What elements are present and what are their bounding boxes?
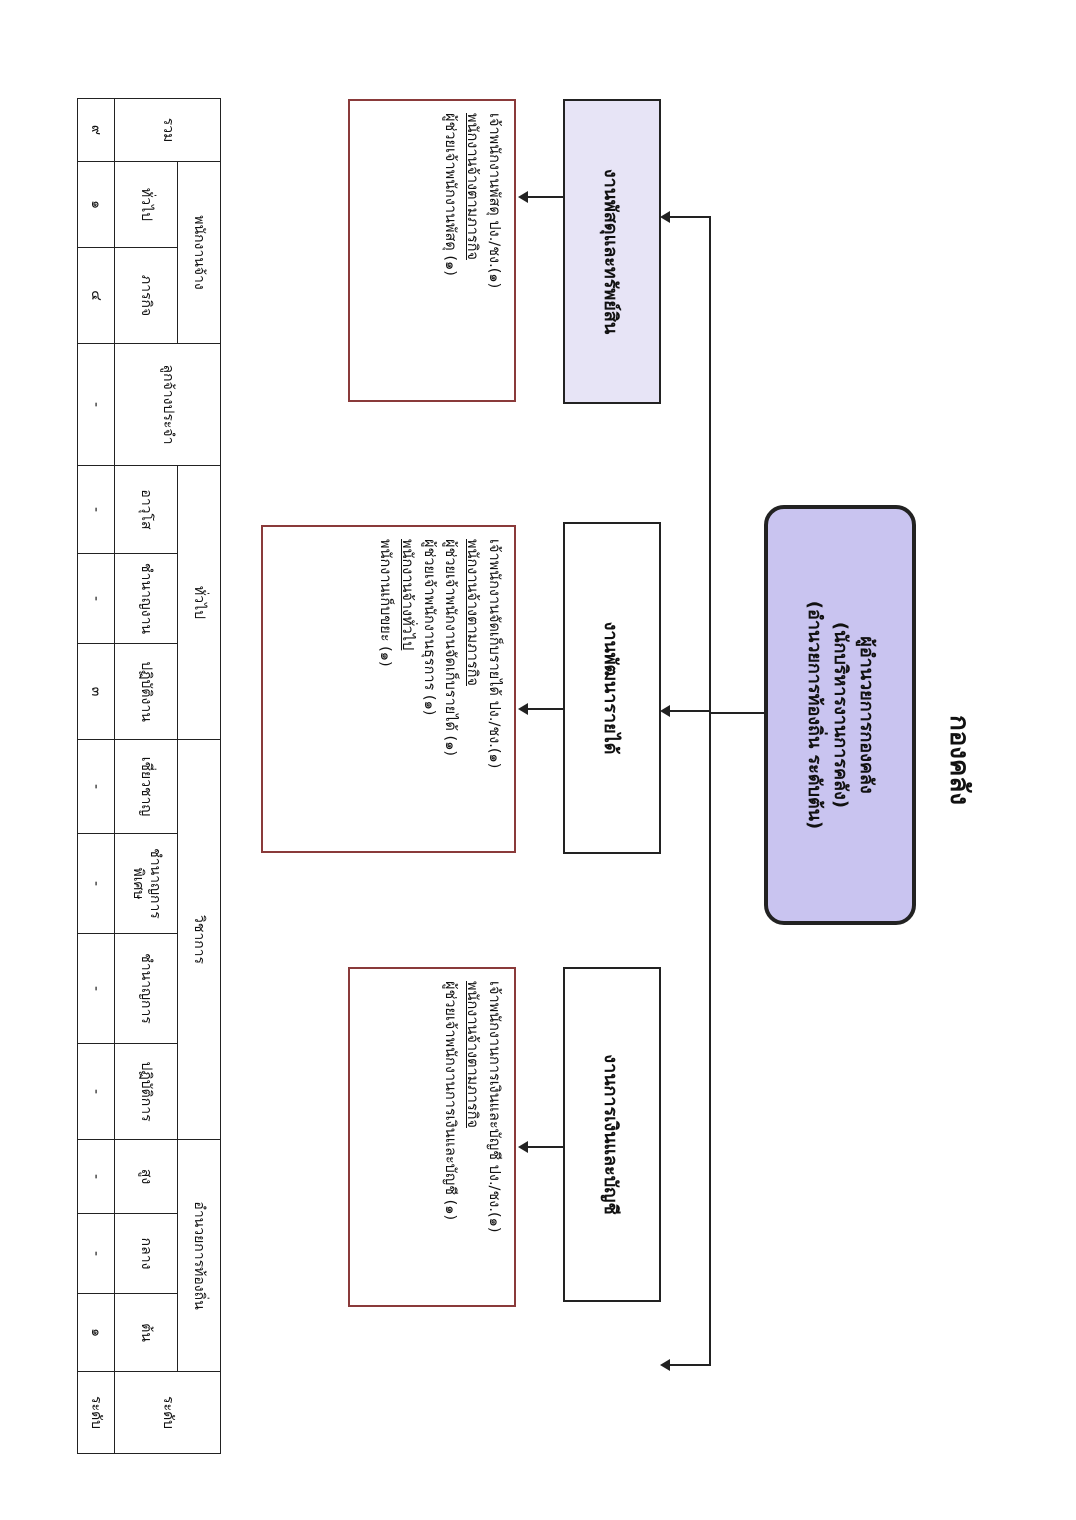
staff-line: เจ้าพนักงานพัสดุ ปง./ชง.(๑) [486, 113, 502, 289]
table-total-value: ๙ [77, 98, 115, 162]
staff-line: ผู้ช่วยเจ้าพนักงานพัสดุ (๑) [442, 113, 459, 276]
table-value: ๔ [77, 247, 115, 344]
staff-line: พนักงานจ้างทั่วไป [399, 539, 415, 651]
staff-box-finance: เจ้าพนักงานการเงินและบัญชี ปง./ชง.(๑) พน… [348, 967, 516, 1307]
connector-horizontal-bus [709, 216, 711, 1364]
table-level-cell: เชี่ยวชาญ [114, 739, 178, 834]
table-value: ๑ [77, 1293, 115, 1372]
table-level-cell: ต้น [114, 1293, 178, 1372]
table-level-cell: ภารกิจ [114, 247, 178, 344]
table-group-header: ทั่วไป [177, 465, 221, 740]
arrow-revenue-staff [518, 703, 528, 715]
arrow-left [660, 211, 670, 223]
head-title: ผู้อำนวยการกองคลัง [856, 636, 878, 794]
table-group-header: ลูกจ้างประจำ [114, 343, 221, 466]
table-value: - [77, 465, 115, 554]
staff-line: ผู้ช่วยเจ้าพนักงานธุรการ (๑) [420, 539, 437, 716]
connector-procurement-staff [525, 196, 563, 198]
table-value: - [77, 343, 115, 466]
table-value: - [77, 1139, 115, 1214]
table-value: ๑ [77, 161, 115, 248]
table-group-header: วิชาการ [177, 739, 221, 1140]
staff-summary-table: ระดับ อำนวยการท้องถิ่น วิชาการ ทั่วไป ลู… [77, 98, 221, 1454]
table-level-cell: กลาง [114, 1213, 178, 1294]
table-level-cell: ชำนาญการ [114, 933, 178, 1044]
table-level-cell: ชำนาญการพิเศษ [114, 833, 178, 934]
staff-line: ผู้ช่วยเจ้าพนักงานจัดเก็บรายได้ (๑) [442, 539, 459, 757]
head-box: ผู้อำนวยการกองคลัง (นักบริหารงานการคลัง)… [764, 505, 916, 925]
arrow-right [660, 1359, 670, 1371]
table-level-cell: ปฏิบัติการ [114, 1043, 178, 1140]
unit-finance-accounting: งานการเงินและบัญชี [563, 967, 661, 1302]
unit-procurement-assets: งานพัสดุและทรัพย์สิน [563, 99, 661, 404]
connector-drop-left [667, 216, 711, 218]
table-value: - [77, 1043, 115, 1140]
table-value: ๓ [77, 643, 115, 740]
table-group-header: อำนวยการท้องถิ่น [177, 1139, 221, 1372]
arrow-finance-staff [518, 1141, 528, 1153]
staff-line: พนักงานจ้างตามภารกิจ [464, 113, 481, 260]
table-level-header: ระดับ [114, 1371, 221, 1454]
connector-drop-right [667, 1364, 711, 1366]
head-level: (อำนวยการท้องถิ่น ระดับต้น) [803, 600, 825, 830]
table-level-cell: ปฏิบัติงาน [114, 643, 178, 740]
table-total-header: รวม [114, 98, 221, 162]
connector-revenue-staff [525, 708, 563, 710]
table-level-cell: ทั่วไป [114, 161, 178, 248]
table-value: - [77, 1213, 115, 1294]
table-row-label: ระดับ [77, 1371, 115, 1454]
table-level-cell: ชำนาญงาน [114, 553, 178, 644]
table-group-header: พนักงานจ้าง [177, 161, 221, 344]
staff-line: พนักงานเก็บขยะ (๑) [377, 539, 394, 667]
staff-box-procurement: เจ้าพนักงานพัสดุ ปง./ชง.(๑) พนักงานจ้างต… [348, 99, 516, 402]
staff-line: เจ้าพนักงานการเงินและบัญชี ปง./ชง.(๑) [486, 981, 502, 1233]
table-level-cell: อาวุโส [114, 465, 178, 554]
arrow-procurement-staff [518, 191, 528, 203]
page-title: กองคลัง [944, 714, 974, 806]
staff-line: พนักงานจ้างตามภารกิจ [464, 539, 481, 686]
table-value: - [77, 739, 115, 834]
table-level-cell: สูง [114, 1139, 178, 1214]
staff-line: พนักงานจ้างตามภารกิจ [464, 981, 481, 1128]
staff-line: เจ้าพนักงานจัดเก็บรายได้ ปง./ชง.(๑) [486, 539, 502, 769]
head-position: (นักบริหารงานการคลัง) [830, 621, 852, 809]
unit-revenue-development: งานพัฒนารายได้ [563, 522, 661, 854]
connector-drop-middle [667, 710, 711, 712]
connector-head-trunk [710, 712, 764, 714]
staff-line: ผู้ช่วยเจ้าพนักงานการเงินและบัญชี (๑) [442, 981, 459, 1221]
arrow-middle [660, 705, 670, 717]
table-value: - [77, 553, 115, 644]
table-value: - [77, 833, 115, 934]
staff-box-revenue: เจ้าพนักงานจัดเก็บรายได้ ปง./ชง.(๑) พนัก… [261, 525, 516, 853]
table-value: - [77, 933, 115, 1044]
connector-finance-staff [525, 1146, 563, 1148]
